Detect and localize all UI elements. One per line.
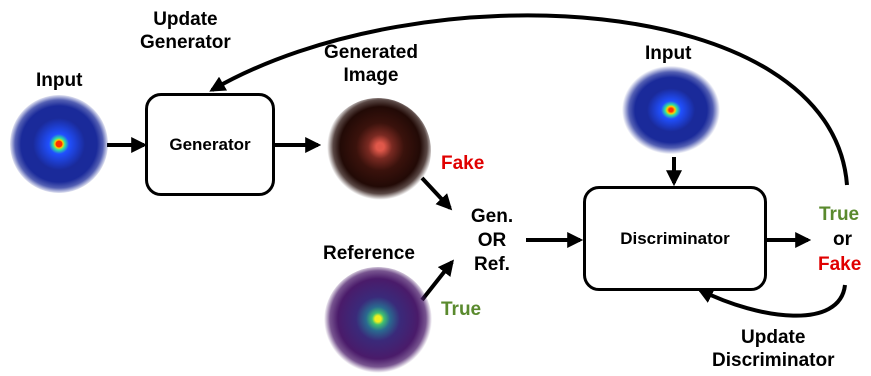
- arrow-fake-to-merge: [420, 176, 453, 211]
- output-true-label: True: [819, 204, 860, 225]
- arrow-update-discriminator: [697, 284, 847, 318]
- discriminator-input-label: Input: [645, 43, 692, 64]
- reference-label: Reference: [323, 243, 415, 264]
- generated-image-label: Generated Image: [324, 42, 418, 86]
- output-fake-label: Fake: [818, 254, 862, 275]
- arrow-update-generator: [209, 13, 849, 186]
- gen-or-ref-label: Gen. OR Ref.: [470, 206, 514, 275]
- generator-input-image: [10, 95, 108, 193]
- generator-box: Generator: [145, 93, 275, 196]
- update-generator-label: Update Generator: [140, 9, 231, 53]
- discriminator-input-image: [620, 64, 722, 156]
- generator-input-label: Input: [36, 70, 83, 91]
- update-discriminator-label: Update Discriminator: [712, 327, 835, 371]
- arrow-true-to-merge: [420, 259, 454, 302]
- generated-image: [325, 98, 431, 204]
- true-label: True: [441, 299, 482, 320]
- reference-image: [324, 267, 432, 375]
- output-or-label: or: [833, 229, 852, 250]
- fake-label: Fake: [441, 153, 485, 174]
- discriminator-box: Discriminator: [583, 186, 767, 291]
